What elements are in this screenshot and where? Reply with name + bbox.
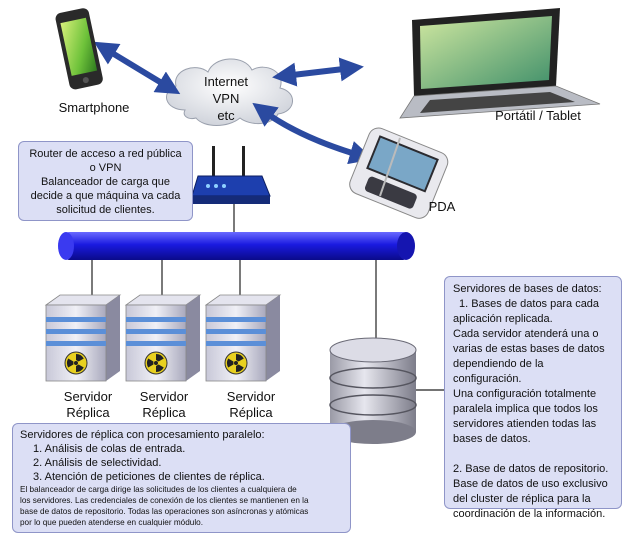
cloud-label: Internet VPN etc [196, 73, 256, 124]
db-box-line-13: Base de datos de uso exclusivo [453, 478, 608, 490]
replica-box-item-2: 2. Análisis de selectividad. [33, 457, 162, 469]
laptop-label: Portátil / Tablet [495, 108, 581, 123]
server-icon [124, 294, 202, 382]
db-box-line-12: 2. Base de datos de repositorio. [453, 463, 609, 475]
router-description-box: Router de acceso a red pública o VPN Bal… [18, 141, 193, 221]
replica-box-title: Servidores de réplica con procesamiento … [20, 429, 265, 441]
server-label-1: Servidor Réplica [48, 389, 128, 421]
db-box-line-1: Servidores de bases de datos: [453, 283, 602, 295]
router-icon [191, 146, 271, 204]
db-box-line-15: coordinación de la información. [453, 508, 606, 520]
server-label-2-line-2: Réplica [142, 405, 186, 420]
router-box-line-4: decide a que máquina va cada [30, 190, 181, 202]
db-box-line-3: aplicación replicada. [453, 313, 553, 325]
server-label-1-line-2: Réplica [66, 405, 110, 420]
server-label-2: Servidor Réplica [124, 389, 204, 421]
replica-description-box: Servidores de réplica con procesamiento … [12, 423, 351, 533]
db-box-line-7: Una configuración totalmente [453, 388, 597, 400]
server-label-2-line-1: Servidor [139, 389, 189, 404]
db-box-line-11 [453, 447, 613, 462]
cloud-line-2: VPN [212, 91, 240, 106]
db-box-line-5: varias de estas bases de datos [453, 343, 605, 355]
smartphone-icon [55, 8, 103, 90]
db-box-line-2: 1. Bases de datos para cada [459, 298, 600, 310]
connection-arrows [93, 41, 374, 165]
router-box-line-5: solicitud de clientes. [56, 204, 155, 216]
cloud-line-3: etc [217, 108, 235, 123]
db-box-line-4: Cada servidor atenderá una o [453, 328, 599, 340]
replica-box-note-4: por lo que pueden atenderse en cualquier… [20, 518, 203, 527]
smartphone-label: Smartphone [58, 100, 130, 115]
database-icon [329, 337, 417, 444]
replica-box-note-1: El balanceador de carga dirige las solic… [20, 485, 297, 494]
server-label-1-line-1: Servidor [63, 389, 113, 404]
network-bus [58, 232, 415, 260]
db-box-line-10: bases de datos. [453, 433, 531, 445]
pda-icon [349, 127, 449, 219]
db-box-line-6: dependiendo de la configuración. [453, 358, 544, 385]
server-label-3-line-2: Réplica [229, 405, 273, 420]
database-description-box: Servidores de bases de datos: 1. Bases d… [444, 276, 622, 520]
router-box-line-2: o VPN [89, 162, 122, 174]
server-icon [44, 294, 122, 382]
router-box-line-3: Balanceador de carga que [40, 176, 171, 188]
stylus-icon [379, 137, 401, 197]
server-icon [204, 294, 282, 382]
pda-label: PDA [428, 199, 456, 214]
server-label-3: Servidor Réplica [211, 389, 291, 421]
replica-box-item-3: 3. Atención de peticiones de clientes de… [33, 471, 265, 483]
replica-box-note-3: base de datos de repositorio. Todas las … [20, 507, 309, 516]
replica-box-note-2: los servidores. Las credenciales de cone… [20, 496, 309, 505]
replica-box-item-1: 1. Análisis de colas de entrada. [33, 443, 186, 455]
cloud-line-1: Internet [203, 74, 249, 89]
laptop-icon [399, 8, 601, 119]
router-box-line-1: Router de acceso a red pública [29, 148, 182, 160]
server-label-3-line-1: Servidor [226, 389, 276, 404]
replica-servers [44, 294, 282, 382]
db-box-line-8: paralela implica que todos los [453, 403, 598, 415]
db-box-line-9: servidores atienden todas las [453, 418, 597, 430]
db-box-line-14: del cluster de réplica para la [453, 493, 591, 505]
